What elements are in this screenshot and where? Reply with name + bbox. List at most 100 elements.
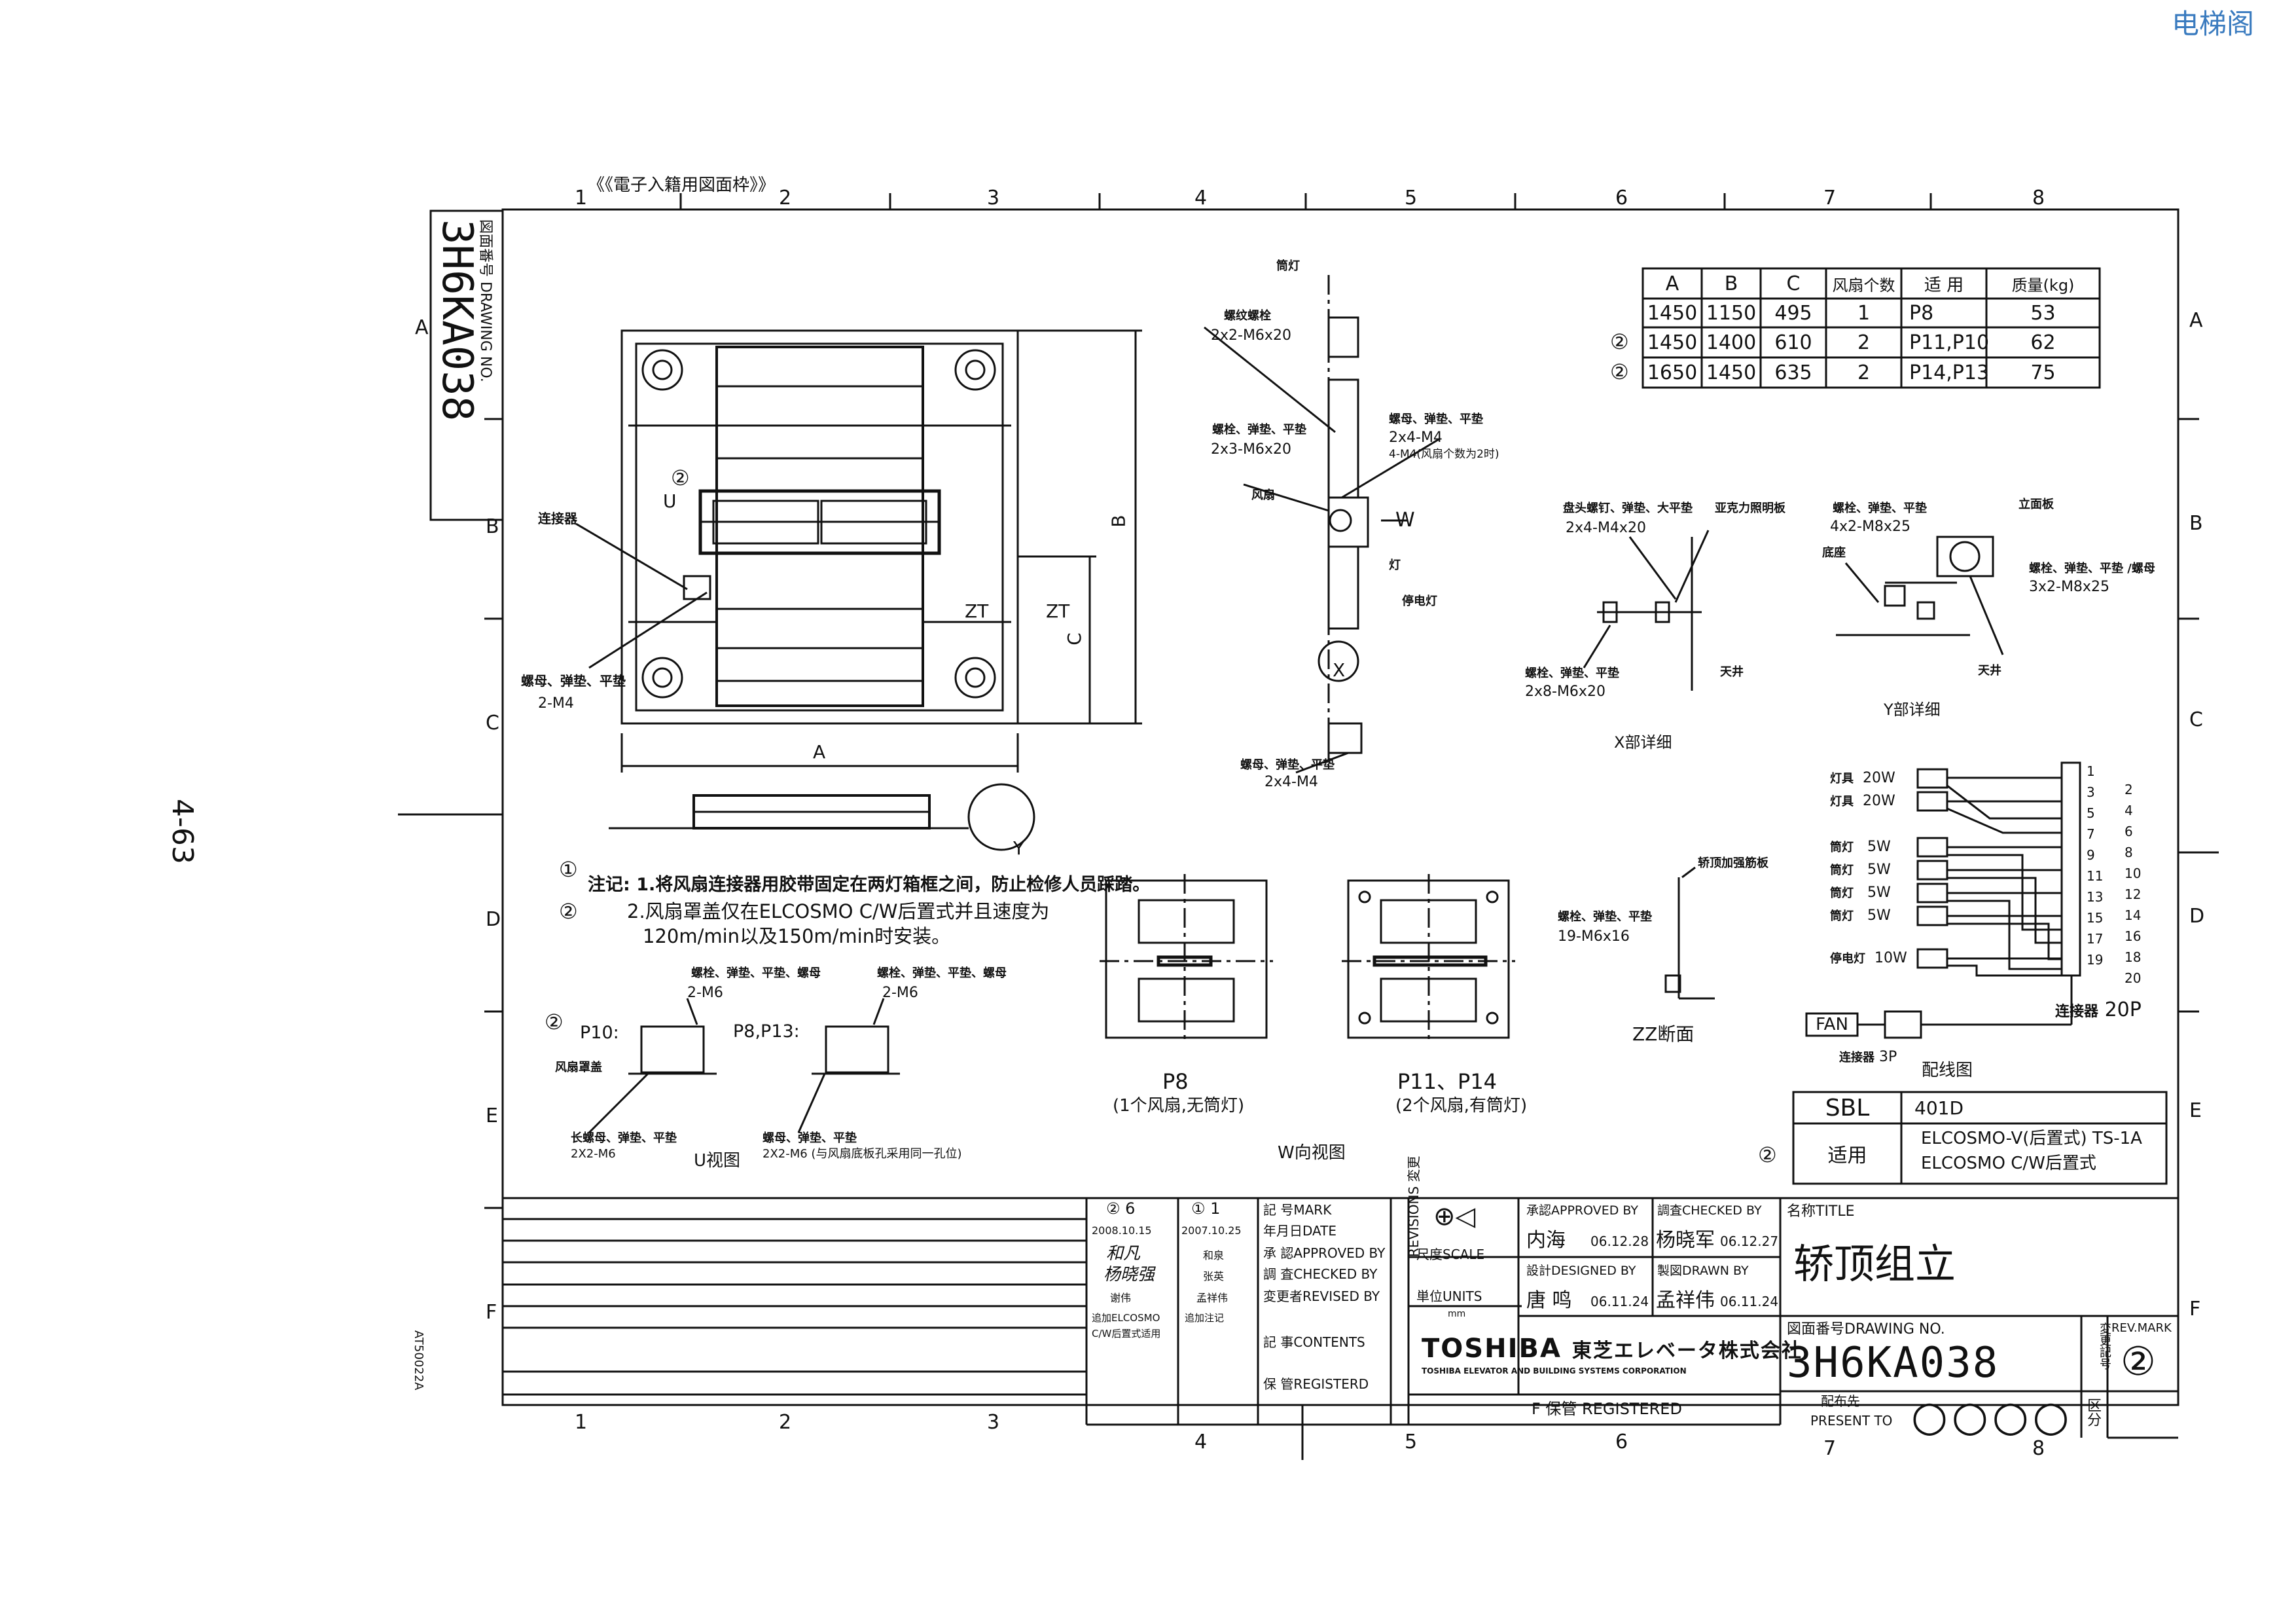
grid-col-6-bottom: 6	[1615, 1431, 1628, 1453]
grid-row-E: E	[486, 1104, 498, 1127]
grid-col-4-bottom: 4	[1194, 1431, 1208, 1453]
apply-label: 适用	[1827, 1144, 1867, 1167]
u-long-nut-qty: 2X2-M6	[571, 1147, 616, 1161]
apply-mark: ②	[1758, 1142, 1777, 1167]
spec-row1-A: 1450	[1647, 301, 1698, 325]
u-view	[588, 998, 900, 1134]
rev-mark-label: REV.MARK	[2111, 1321, 2172, 1335]
fastener-label: 螺母、弹垫、平垫	[521, 673, 626, 689]
u-long-nut: 长螺母、弹垫、平垫	[571, 1131, 677, 1145]
grid-row-A-right: A	[2189, 309, 2203, 332]
rev-label-registered: 保 管REGISTERD	[1263, 1376, 1369, 1392]
side-bolt2-qty: 2x4-M4	[1389, 429, 1443, 446]
wiring-item-6: 筒灯 5W	[1830, 907, 1891, 924]
u-nut-b-qty: 2X2-M6 (与风扇底板孔采用同一孔位)	[762, 1147, 962, 1161]
spec-header-fans: 风扇个数	[1832, 276, 1895, 295]
wiring-conn3: 连接器 3P	[1839, 1049, 1897, 1065]
spec-header-A: A	[1665, 272, 1679, 295]
y-detail-t5: 天井	[1978, 664, 2001, 678]
pin-17: 17	[2087, 931, 2104, 947]
y-detail-t1: 螺栓、弹垫、平垫	[1833, 501, 1927, 515]
zz-t1: 轿顶加强筋板	[1698, 856, 1768, 870]
spec-row2-apply: P11,P10	[1909, 331, 1990, 354]
y-detail-t1-qty: 4x2-M8x25	[1830, 519, 1910, 535]
pin-7: 7	[2087, 826, 2095, 842]
spec-row3-C: 635	[1774, 361, 1812, 384]
rev-label-contents: 記 事CONTENTS	[1263, 1334, 1365, 1350]
pin-1: 1	[2087, 763, 2095, 779]
u-bolt-b-qty: 2-M6	[882, 985, 918, 1001]
rev2-approver: 和凡	[1106, 1244, 1141, 1264]
grid-row-E-right: E	[2189, 1099, 2202, 1122]
drawn-date: 06.11.24	[1720, 1294, 1779, 1309]
x-detail-t2: 亚克力照明板	[1715, 501, 1785, 515]
u-p8p13: P8,P13:	[733, 1021, 800, 1042]
side-bolt3-qty: 2x4-M4	[1265, 774, 1318, 790]
rev-label-revised: 変更者REVISED BY	[1263, 1288, 1380, 1304]
zt-label-2: ZT	[1046, 600, 1070, 622]
pin-16: 16	[2125, 928, 2142, 944]
wiring-item-1: 灯具 20W	[1830, 770, 1895, 786]
grid-col-1: 1	[575, 187, 588, 210]
rev1-mark: ① 1	[1191, 1199, 1221, 1218]
approved-name: 内海	[1526, 1229, 1566, 1252]
x-detail-t3-qty: 2x8-M6x20	[1525, 684, 1605, 700]
spec-row3-mark: ②	[1610, 359, 1629, 384]
units-value: mm	[1448, 1309, 1466, 1319]
spec-row3-B: 1450	[1706, 361, 1757, 384]
grid-row-F: F	[486, 1301, 497, 1324]
pin-14: 14	[2125, 907, 2142, 923]
registered-label: F 保管 REGISTERED	[1532, 1400, 1682, 1418]
pin-6: 6	[2125, 824, 2133, 839]
main-circle-2: ②	[671, 465, 690, 490]
y-detail-t4-qty: 3x2-M8x25	[2029, 579, 2109, 595]
grid-row-C: C	[486, 712, 499, 735]
pin-9: 9	[2087, 847, 2095, 863]
zz-section	[1664, 866, 1715, 1000]
pin-20: 20	[2125, 970, 2142, 986]
side-tap-qty: 2x2-M6x20	[1211, 327, 1291, 344]
grid-row-D: D	[486, 908, 501, 931]
pin-12: 12	[2125, 886, 2142, 902]
x-detail-t1-qty: 2x4-M4x20	[1566, 520, 1646, 536]
grid-row-A: A	[415, 316, 429, 339]
rev-vertical: REVISIONS 変更	[1406, 1156, 1422, 1257]
pin-2: 2	[2125, 782, 2133, 797]
rev1-approver: 和泉	[1203, 1249, 1225, 1262]
note-circle-2: ②	[559, 899, 578, 924]
pin-11: 11	[2087, 868, 2104, 884]
w-view	[1100, 874, 1515, 1044]
rev-label-approved: 承 認APPROVED BY	[1263, 1245, 1386, 1261]
grid-col-7-bottom: 7	[1823, 1437, 1837, 1460]
distribution-label: 配布先	[1821, 1393, 1860, 1409]
y-detail-t2: 立面板	[2018, 498, 2054, 511]
apply-line1: ELCOSMO-V(后置式) TS-1A	[1921, 1129, 2142, 1148]
spec-row1-C: 495	[1774, 301, 1812, 325]
wiring-item-2: 灯具 20W	[1830, 793, 1895, 809]
side-tap-screw: 螺纹螺栓	[1224, 309, 1271, 323]
grid-row-B: B	[486, 515, 499, 538]
spec-row1-mass: 53	[2030, 301, 2056, 325]
designed-name: 唐 鸣	[1526, 1289, 1572, 1312]
side-bolt2: 螺母、弹垫、平垫	[1389, 412, 1483, 426]
pin-5: 5	[2087, 805, 2095, 821]
spec-header-B: B	[1724, 272, 1738, 295]
zz-caption: ZZ断面	[1632, 1023, 1695, 1045]
note-line-1: 注记: 1.将风扇连接器用胶带固定在两灯箱框之间，防止检修人员踩踏。	[588, 875, 1151, 895]
side-lamp: 筒灯	[1276, 259, 1300, 273]
spec-header-apply: 适 用	[1924, 275, 1964, 295]
side-bolt3: 螺母、弹垫、平垫	[1240, 758, 1335, 772]
dim-A: A	[813, 741, 826, 763]
spec-row2-B: 1400	[1706, 331, 1757, 354]
sbl-value: 401D	[1914, 1097, 1964, 1119]
dim-B: B	[1107, 515, 1130, 528]
watermark: 电梯阁	[2172, 8, 2255, 40]
spec-row1-fans: 1	[1857, 301, 1871, 325]
note-circle-1: ①	[559, 857, 578, 882]
x-detail-caption: X部详细	[1614, 733, 1672, 752]
grid-row-B-right: B	[2189, 512, 2203, 535]
spec-header-C: C	[1786, 272, 1801, 295]
grid-col-5-bottom: 5	[1405, 1431, 1418, 1453]
u-bolt-a: 螺栓、弹垫、平垫、螺母	[691, 966, 821, 980]
rev-mark-label-vertical: 変更記号	[2098, 1322, 2111, 1370]
